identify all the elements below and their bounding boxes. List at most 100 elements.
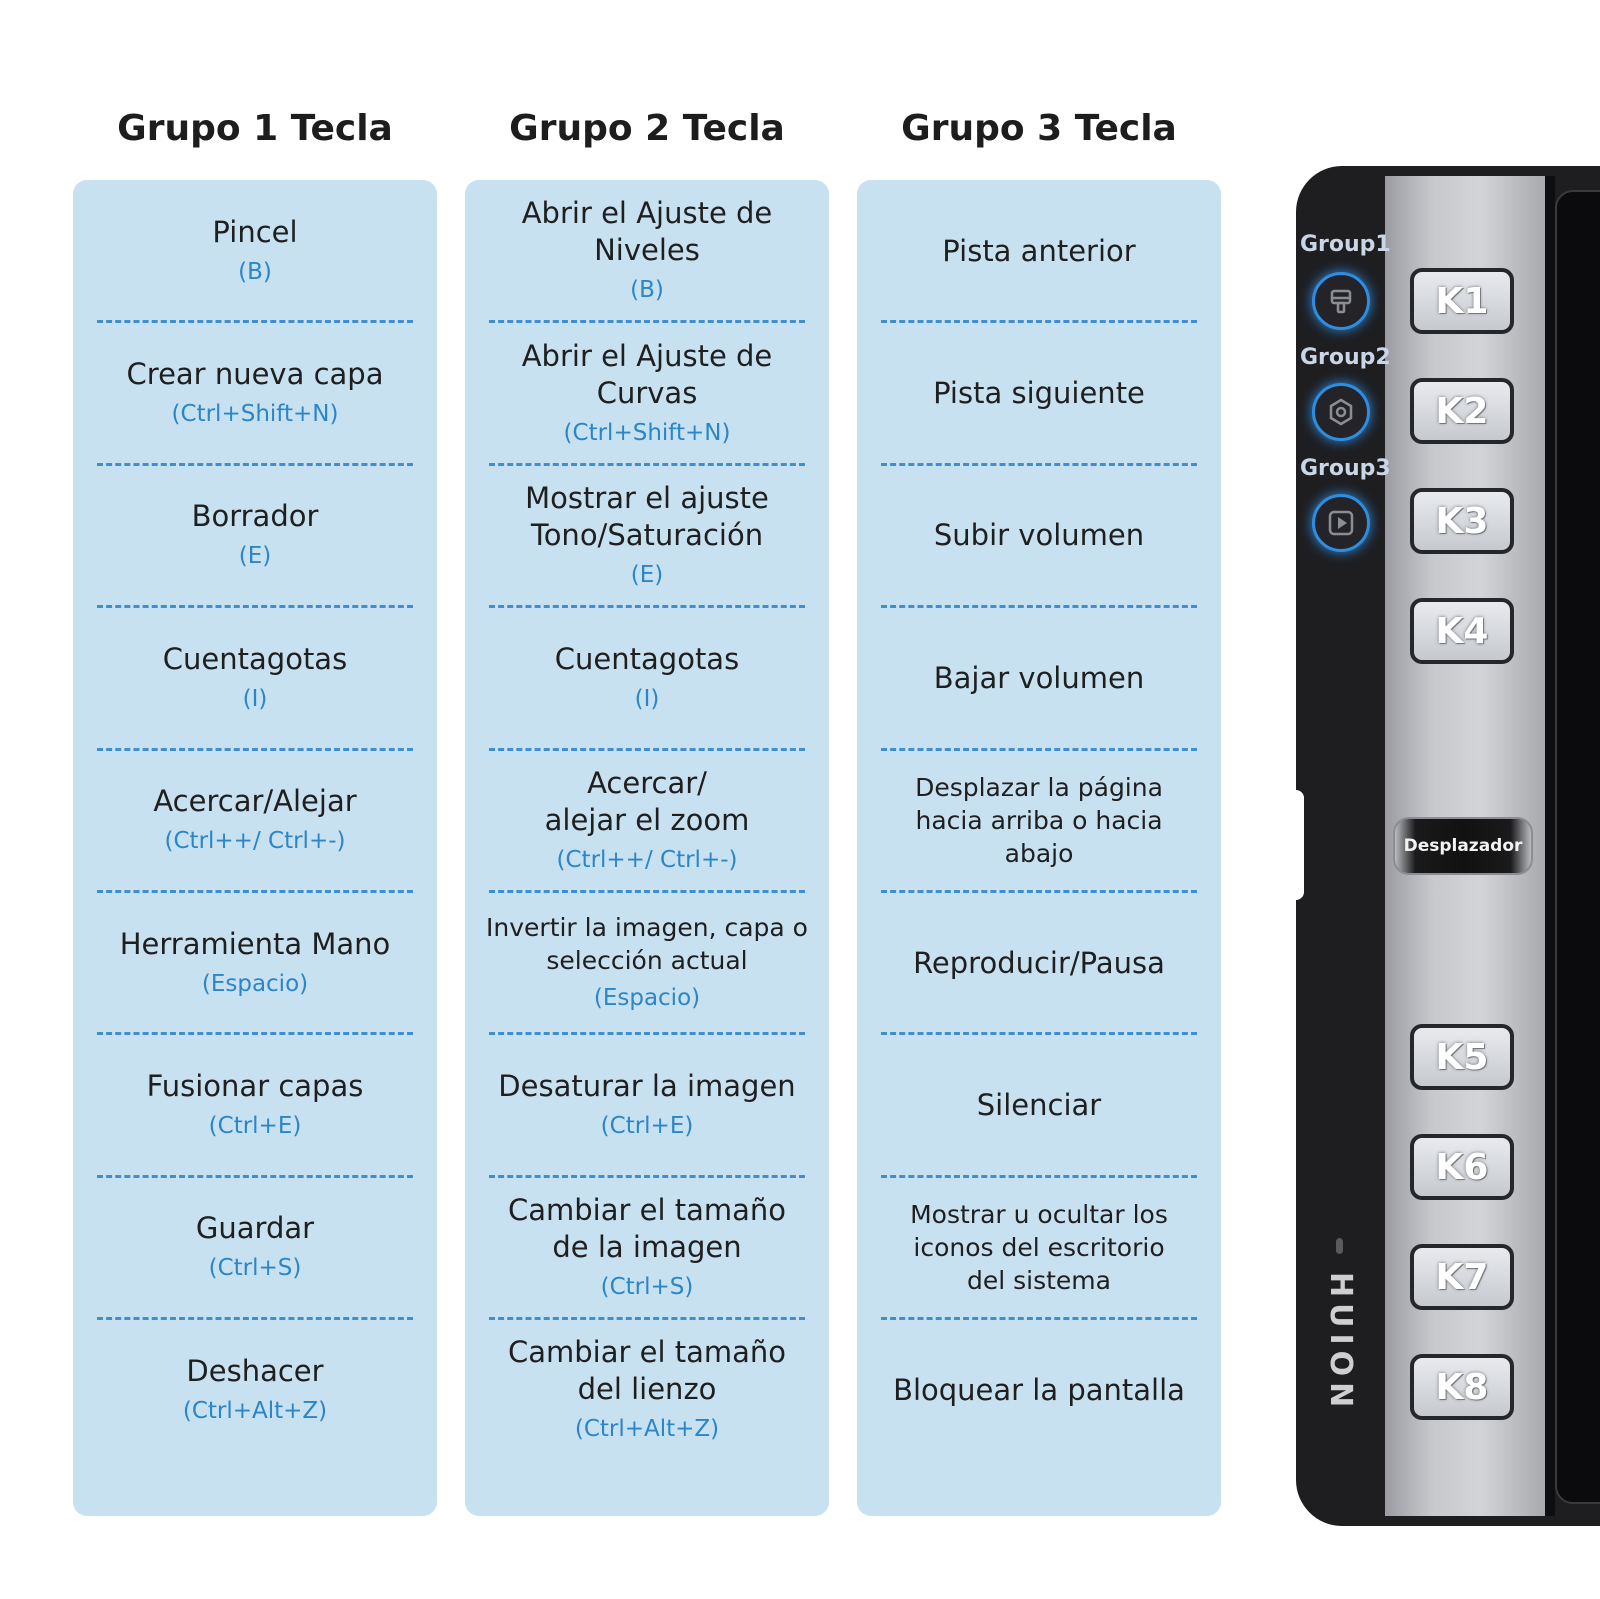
group2-panel: Abrir el Ajuste de Niveles(B)Abrir el Aj… [465, 180, 829, 1516]
item-shortcut: (Espacio) [201, 970, 309, 997]
separator [489, 1174, 805, 1178]
item-shortcut: (Ctrl+E) [600, 1113, 694, 1140]
item-shortcut: (E) [630, 561, 664, 588]
list-item: Desplazar la página hacia arriba o hacia… [857, 750, 1221, 892]
group2-title: Grupo 2 Tecla [509, 108, 785, 149]
separator [97, 747, 413, 751]
separator [97, 1174, 413, 1178]
key-k5[interactable]: K5 [1410, 1024, 1514, 1090]
key-k6[interactable]: K6 [1410, 1134, 1514, 1200]
item-label: Silenciar [976, 1088, 1102, 1123]
item-label: Bloquear la pantalla [893, 1372, 1185, 1407]
list-item: Subir volumen [857, 465, 1221, 607]
list-item: Acercar/Alejar (Ctrl++/ Ctrl+-) [73, 750, 437, 892]
key-k4[interactable]: K4 [1410, 598, 1514, 664]
item-label: Cuentagotas [554, 641, 740, 676]
list-item: Herramienta Mano(Espacio) [73, 892, 437, 1034]
list-item: Deshacer (Ctrl+Alt+Z) [73, 1319, 437, 1461]
separator [881, 747, 1197, 751]
item-shortcut: (Ctrl++/ Ctrl+-) [556, 846, 738, 873]
list-item: Abrir el Ajuste de Curvas (Ctrl+Shift+N) [465, 322, 829, 464]
group3-label: Group3 [1300, 456, 1391, 481]
item-shortcut: (I) [242, 685, 268, 712]
separator [881, 605, 1197, 609]
list-item: Desaturar la imagen(Ctrl+E) [465, 1034, 829, 1176]
separator [489, 320, 805, 324]
separator [489, 1317, 805, 1321]
group1-title: Grupo 1 Tecla [117, 108, 393, 149]
item-label: Bajar volumen [933, 660, 1145, 695]
group2-button[interactable] [1312, 383, 1370, 441]
brush-icon [1330, 289, 1352, 314]
list-item: Borrador(E) [73, 465, 437, 607]
item-label: Borrador [191, 499, 319, 534]
list-item: Reproducir/Pausa [857, 892, 1221, 1034]
key-k3[interactable]: K3 [1410, 488, 1514, 554]
list-item: Invertir la imagen, capa o selección act… [465, 892, 829, 1034]
key-k1[interactable]: K1 [1410, 268, 1514, 334]
separator [97, 1032, 413, 1036]
item-shortcut: (B) [630, 277, 664, 304]
list-item: Mostrar el ajuste Tono/Saturación(E) [465, 465, 829, 607]
item-label: Desplazar la página hacia arriba o hacia… [915, 773, 1163, 869]
item-label: Acercar/Alejar [153, 784, 357, 819]
separator [489, 890, 805, 893]
item-label: Guardar [195, 1211, 315, 1246]
key-k8[interactable]: K8 [1410, 1354, 1514, 1420]
item-label: Cambiar el tamaño de la imagen [507, 1192, 787, 1264]
brand-logo: HUION [1323, 1272, 1358, 1414]
list-item: Bajar volumen [857, 607, 1221, 749]
item-shortcut: (Ctrl+S) [600, 1273, 694, 1300]
list-item: Pista anterior [857, 180, 1221, 322]
item-label: Abrir el Ajuste de Curvas [521, 338, 773, 410]
item-shortcut: (Ctrl++/ Ctrl+-) [164, 828, 346, 855]
item-shortcut: (Ctrl+Alt+Z) [182, 1397, 328, 1424]
separator [97, 890, 413, 893]
group1-button[interactable] [1312, 272, 1370, 330]
list-item: Pincel(B) [73, 180, 437, 322]
strip-edge [1545, 176, 1555, 1516]
separator [881, 462, 1197, 466]
list-item: Acercar/ alejar el zoom (Ctrl++/ Ctrl+-) [465, 750, 829, 892]
tablet-screen [1555, 190, 1600, 1504]
list-item: Cuentagotas(I) [465, 607, 829, 749]
group2-label: Group2 [1300, 345, 1391, 370]
scroller-label: Desplazador [1403, 836, 1523, 856]
group3-title: Grupo 3 Tecla [901, 108, 1177, 149]
separator [489, 1032, 805, 1036]
separator [881, 1317, 1197, 1321]
separator [489, 747, 805, 751]
separator [881, 320, 1197, 324]
separator [489, 605, 805, 609]
list-item: Silenciar [857, 1034, 1221, 1176]
item-label: Reproducir/Pausa [913, 945, 1165, 980]
item-label: Crear nueva capa [126, 357, 384, 392]
group1-label: Group1 [1300, 232, 1391, 257]
item-shortcut: (Ctrl+Shift+N) [171, 401, 339, 428]
key-k7[interactable]: K7 [1410, 1244, 1514, 1310]
list-item: Abrir el Ajuste de Niveles(B) [465, 180, 829, 322]
separator [97, 605, 413, 609]
item-label: Deshacer [186, 1353, 324, 1388]
item-shortcut: (Ctrl+E) [208, 1113, 302, 1140]
hexagon-icon [1329, 398, 1353, 426]
item-label: Fusionar capas [146, 1069, 364, 1104]
list-item: Guardar(Ctrl+S) [73, 1177, 437, 1319]
power-led [1336, 1238, 1343, 1254]
item-label: Cambiar el tamaño del lienzo [507, 1335, 787, 1407]
list-item: Mostrar u ocultar los iconos del escrito… [857, 1177, 1221, 1319]
list-item: Pista siguiente [857, 322, 1221, 464]
separator [97, 1317, 413, 1321]
list-item: Cuentagotas (I) [73, 607, 437, 749]
key-k2[interactable]: K2 [1410, 378, 1514, 444]
item-label: Cuentagotas [162, 641, 348, 676]
list-item: Bloquear la pantalla [857, 1319, 1221, 1461]
item-label: Mostrar u ocultar los iconos del escrito… [910, 1200, 1168, 1296]
item-shortcut: (Espacio) [593, 985, 701, 1012]
item-shortcut: (Ctrl+Shift+N) [563, 419, 731, 446]
scroller-wheel[interactable]: Desplazador [1393, 817, 1533, 875]
item-label: Acercar/ alejar el zoom [544, 765, 750, 837]
item-label: Pista siguiente [933, 376, 1145, 411]
separator [881, 890, 1197, 893]
group3-button[interactable] [1312, 494, 1370, 552]
